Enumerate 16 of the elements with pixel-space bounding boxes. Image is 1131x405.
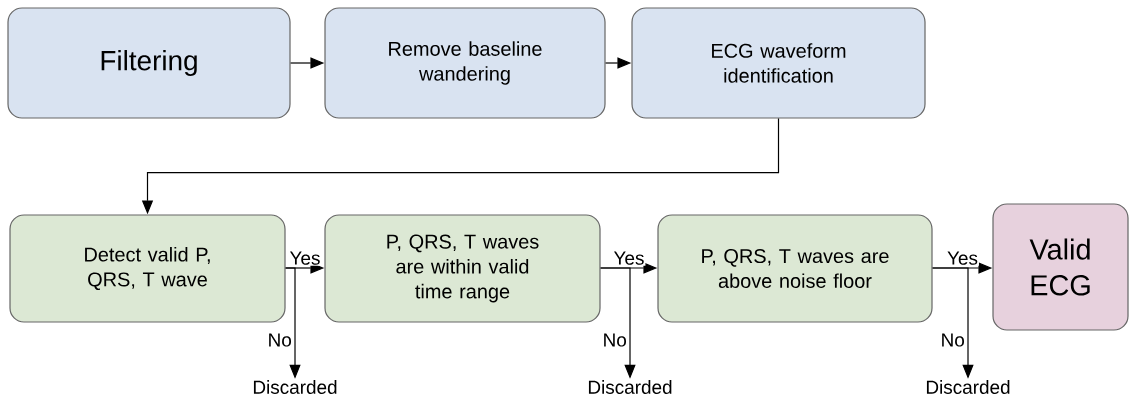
process-box: ECG waveform identification <box>631 7 926 119</box>
outcome-text: Discarded <box>926 380 1010 394</box>
process-box: P, QRS, T waves are within valid time range <box>324 214 601 323</box>
process-box: Detect valid P, QRS, T wave <box>9 214 286 323</box>
process-box: Remove baseline wandering <box>324 7 606 119</box>
outcome-text: Discarded <box>588 380 672 394</box>
edge-label: No <box>265 331 294 349</box>
process-box: P, QRS, T waves are above noise floor <box>657 214 933 323</box>
edge-label: Yes <box>946 250 979 266</box>
edge-label: Yes <box>612 250 646 266</box>
outcome-text: Discarded <box>253 380 337 394</box>
edge-label: Yes <box>288 250 322 266</box>
edge-label: No <box>938 331 967 349</box>
result-box: Valid ECG <box>992 203 1129 331</box>
process-box: Filtering <box>7 7 291 119</box>
edge-label: No <box>600 331 629 349</box>
